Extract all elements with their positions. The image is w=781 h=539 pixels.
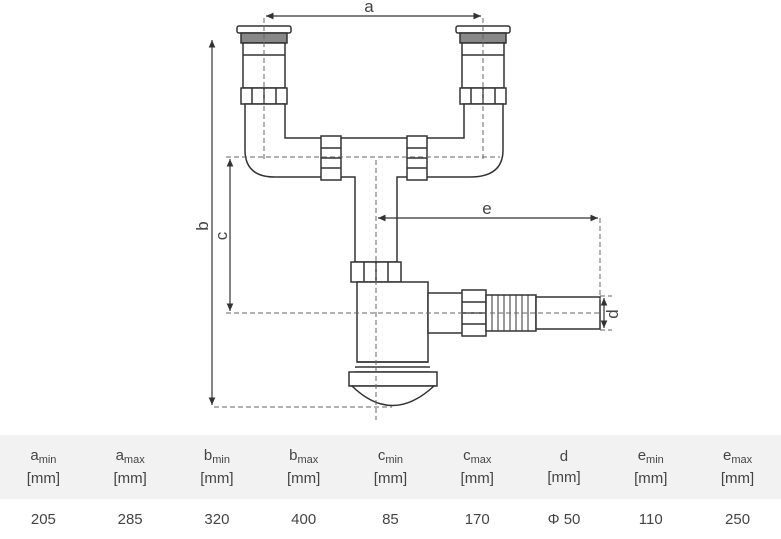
spec-header-e-min: emin[mm] bbox=[607, 435, 695, 499]
spec-value-e-max: 250 bbox=[725, 510, 751, 528]
dimension-spec-table: amin[mm] amax[mm] bmin[mm] bmax[mm] cmin… bbox=[0, 435, 781, 539]
spec-header-c-min: cmin[mm] bbox=[347, 435, 434, 499]
trap-cup-bottom bbox=[350, 385, 436, 407]
left-pipe-nut bbox=[320, 135, 342, 181]
u-connector-pipe bbox=[244, 103, 504, 263]
dim-a-label: a bbox=[364, 0, 374, 16]
spec-value-row: 205 285 320 400 85 170 Φ 50 110 250 bbox=[0, 499, 781, 539]
spec-header-b-min: bmin[mm] bbox=[173, 435, 261, 499]
dim-e-label: e bbox=[482, 199, 491, 218]
spec-header-c-max: cmax[mm] bbox=[433, 435, 521, 499]
right-pipe-nut bbox=[406, 135, 428, 181]
spec-value-a-max: 285 bbox=[117, 510, 143, 528]
dim-b-label: b bbox=[193, 221, 212, 230]
spec-value-b-min: 320 bbox=[204, 510, 230, 528]
trap-cup-rim bbox=[348, 371, 438, 387]
spec-value-c-max: 170 bbox=[464, 510, 490, 528]
spec-value-a-min: 205 bbox=[30, 510, 56, 528]
spec-value-e-min: 110 bbox=[638, 510, 663, 528]
spec-header-a-max: amax[mm] bbox=[86, 435, 174, 499]
dim-c-label: c bbox=[212, 231, 231, 240]
dimension-lines bbox=[208, 12, 608, 405]
spec-header-d: d[mm] bbox=[520, 435, 608, 499]
spec-value-b-max: 400 bbox=[291, 510, 317, 528]
spec-header-a-min: amin[mm] bbox=[0, 435, 87, 499]
spec-value-d: Φ 50 bbox=[547, 510, 581, 528]
spec-header-e-max: emax[mm] bbox=[694, 435, 781, 499]
spec-value-c-min: 85 bbox=[382, 510, 399, 528]
reference-lines bbox=[214, 18, 612, 420]
trap-thread bbox=[355, 361, 430, 373]
spec-header-b-max: bmax[mm] bbox=[260, 435, 348, 499]
dim-d-label: d bbox=[603, 309, 622, 318]
siphon-diagram: a b c d e bbox=[193, 0, 622, 420]
bottle-trap-body bbox=[356, 281, 429, 363]
spec-header-row: amin[mm] amax[mm] bmin[mm] bmax[mm] cmin… bbox=[0, 435, 781, 499]
siphon-drawing bbox=[236, 25, 601, 407]
